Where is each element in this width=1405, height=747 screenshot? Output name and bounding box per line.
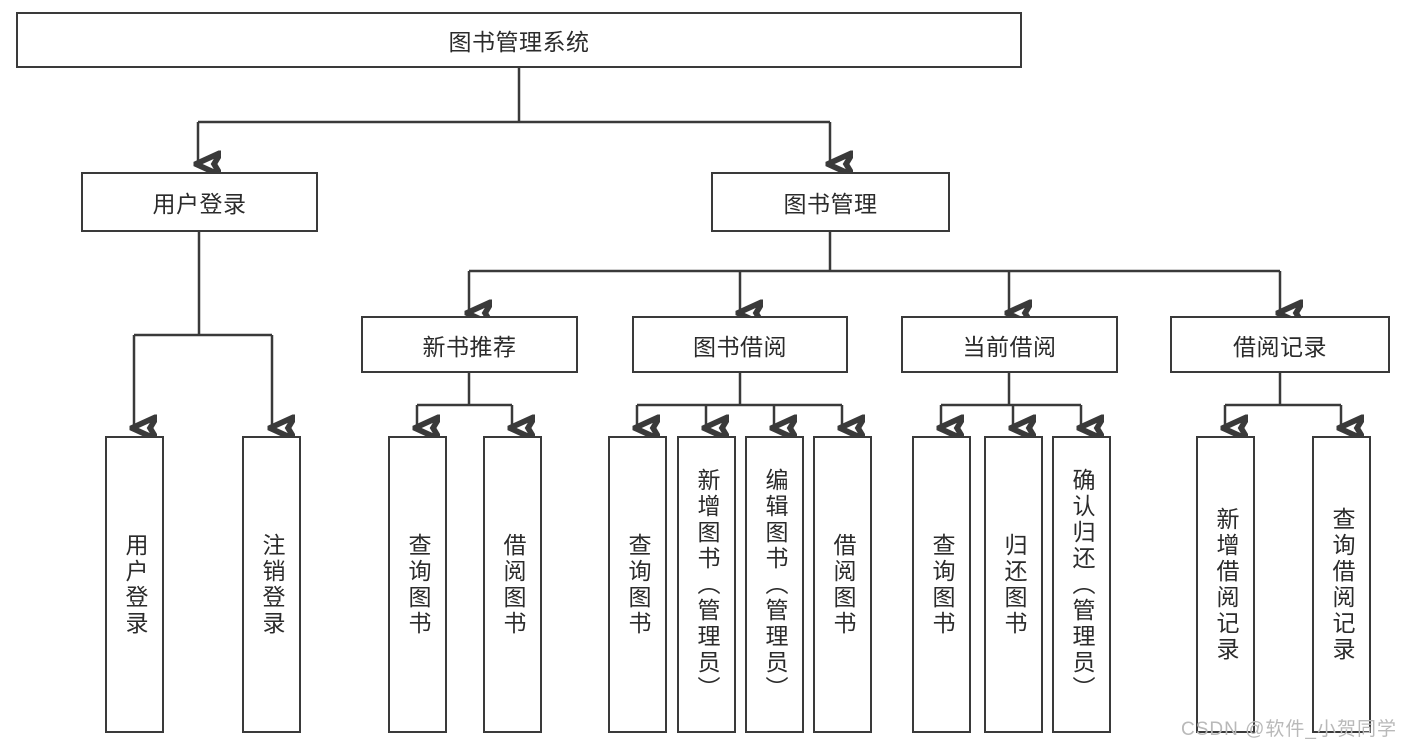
leaf-nb-query-book-label: 查询图书	[405, 532, 431, 637]
node-new-book-recommend[interactable]: 新书推荐	[361, 316, 578, 373]
node-root-label: 图书管理系统	[448, 29, 590, 55]
leaf-bb-borrow-book[interactable]: 借阅图书	[813, 436, 872, 733]
node-book-management-label: 图书管理	[783, 191, 878, 217]
leaf-bb-add-book-admin[interactable]: 新增图书（管理员）	[677, 436, 736, 733]
node-book-borrow[interactable]: 图书借阅	[632, 316, 848, 373]
leaf-br-add-record[interactable]: 新增借阅记录	[1196, 436, 1255, 733]
leaf-br-query-record[interactable]: 查询借阅记录	[1312, 436, 1371, 733]
leaf-nb-query-book[interactable]: 查询图书	[388, 436, 447, 733]
leaf-cb-confirm-return-admin-label: 确认归还（管理员）	[1069, 467, 1095, 702]
leaf-cb-query-book-label: 查询图书	[929, 532, 955, 637]
node-current-borrow-label: 当前借阅	[962, 333, 1057, 360]
leaf-bb-add-book-admin-label: 新增图书（管理员）	[694, 467, 720, 702]
node-borrow-record[interactable]: 借阅记录	[1170, 316, 1390, 373]
leaf-nb-borrow-book[interactable]: 借阅图书	[483, 436, 542, 733]
leaf-br-add-record-label: 新增借阅记录	[1213, 506, 1239, 663]
node-new-book-recommend-label: 新书推荐	[422, 333, 517, 360]
leaf-bb-query-book[interactable]: 查询图书	[608, 436, 667, 733]
leaf-user-login[interactable]: 用户登录	[105, 436, 164, 733]
watermark: CSDN @软件_小贺同学	[1181, 719, 1397, 740]
leaf-logout[interactable]: 注销登录	[242, 436, 301, 733]
node-current-borrow[interactable]: 当前借阅	[901, 316, 1118, 373]
node-book-borrow-label: 图书借阅	[693, 333, 787, 360]
leaf-bb-edit-book-admin[interactable]: 编辑图书（管理员）	[745, 436, 804, 733]
leaf-user-login-label: 用户登录	[122, 532, 148, 637]
node-user-login-label: 用户登录	[152, 191, 247, 217]
leaf-cb-return-book[interactable]: 归还图书	[984, 436, 1043, 733]
node-book-management[interactable]: 图书管理	[711, 172, 950, 232]
node-borrow-record-label: 借阅记录	[1233, 333, 1327, 360]
leaf-cb-query-book[interactable]: 查询图书	[912, 436, 971, 733]
leaf-bb-query-book-label: 查询图书	[625, 532, 651, 637]
node-user-login[interactable]: 用户登录	[81, 172, 318, 232]
node-root-system[interactable]: 图书管理系统	[16, 12, 1022, 68]
leaf-nb-borrow-book-label: 借阅图书	[500, 532, 526, 637]
leaf-bb-borrow-book-label: 借阅图书	[830, 532, 856, 637]
leaf-cb-return-book-label: 归还图书	[1001, 532, 1027, 637]
leaf-bb-edit-book-admin-label: 编辑图书（管理员）	[762, 467, 788, 702]
leaf-cb-confirm-return-admin[interactable]: 确认归还（管理员）	[1052, 436, 1111, 733]
leaf-br-query-record-label: 查询借阅记录	[1329, 506, 1355, 663]
leaf-logout-label: 注销登录	[259, 532, 285, 637]
